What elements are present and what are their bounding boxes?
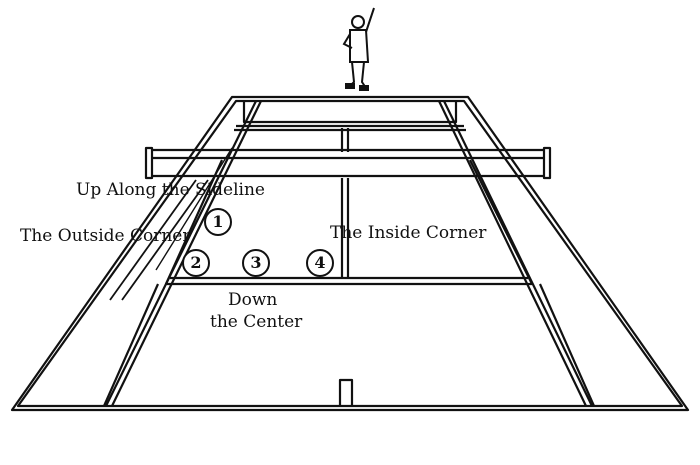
label-the-center: the Center: [210, 312, 303, 332]
trajectory-line-3: [155, 147, 233, 271]
target-marker-2: 2: [182, 249, 210, 277]
left-service-box-edge: [164, 159, 224, 285]
left-singles-sideline: [105, 100, 257, 407]
right-service-box-edge: [469, 159, 533, 285]
left-net-post: [144, 146, 154, 180]
right-net-post: [542, 146, 552, 180]
court-outer-boundary: [10, 95, 690, 412]
trajectory-line-1: [109, 179, 197, 301]
right-singles-sideline-inner: [438, 100, 587, 407]
court-inner-boundary: [16, 99, 684, 408]
target-marker-1: 1: [204, 208, 232, 236]
label-the-outside-corner: The Outside Corner: [20, 226, 191, 246]
server-player-figure: [342, 7, 375, 91]
center-mark: [338, 378, 354, 406]
near-court-left-line: [102, 283, 160, 407]
target-marker-3: 3: [242, 249, 270, 277]
far-baseline-box: [242, 100, 458, 124]
right-singles-sideline: [443, 100, 593, 407]
near-court-right-line: [538, 283, 596, 407]
label-up-along-the-sideline: Up Along the Sideline: [76, 180, 265, 200]
label-the-inside-corner: The Inside Corner: [330, 223, 487, 243]
trajectory-line-2: [121, 179, 209, 301]
target-marker-4: 4: [306, 249, 334, 277]
label-down: Down: [228, 290, 278, 310]
